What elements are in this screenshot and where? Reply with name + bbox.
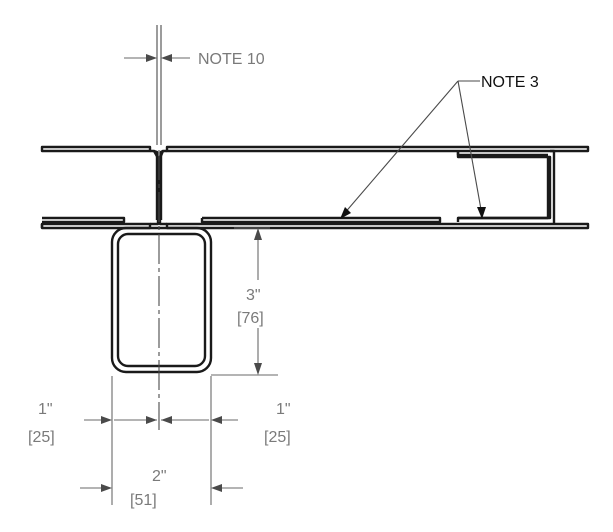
left-inches-label: 1" [38,401,53,418]
width-inches-label: 2" [152,468,167,485]
left-mm-label: [25] [28,429,55,446]
note-3-leaders [340,80,486,219]
right-channel [456,149,556,224]
center-webs [150,149,167,226]
right-mm-label: [25] [264,429,291,446]
width-extension-lines [111,376,212,505]
half-width-dimensions [84,416,238,424]
note-10-arrows [124,54,190,62]
top-flange [40,145,590,153]
rectangular-tube [110,226,213,374]
right-inches-label: 1" [276,401,291,418]
height-dimension [211,227,278,376]
left-plate [42,216,126,224]
height-mm-label: [76] [237,310,264,327]
width-mm-label: [51] [130,492,157,509]
width-dimension [80,484,243,492]
center-line [156,25,162,430]
middle-plate [200,216,442,224]
height-inches-label: 3" [246,287,261,304]
note-3-label: NOTE 3 [481,74,539,91]
note-10-label: NOTE 10 [198,51,265,68]
